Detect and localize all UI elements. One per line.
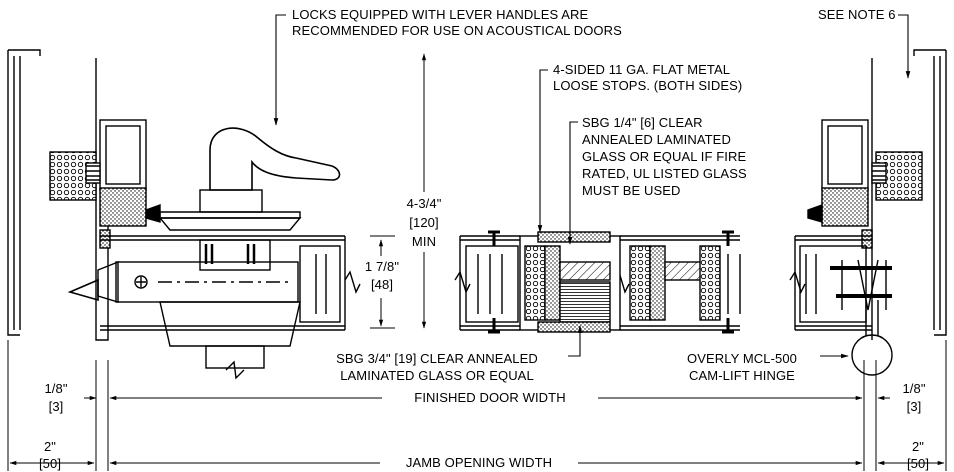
lever-note-line-1: LOCKS EQUIPPED WITH LEVER HANDLES ARE <box>292 7 589 22</box>
right-gap-imperial: 1/8" <box>902 381 926 396</box>
height-dimension: 4-3/4" [120] MIN <box>392 194 456 251</box>
glass-note-line-1: SBG 1/4" [6] CLEAR <box>582 115 703 130</box>
height-dim-imperial: 4-3/4" <box>406 196 442 211</box>
glass-note-line-3: GLASS OR EQUAL IF FIRE <box>582 149 747 164</box>
right-jamb-metric: [50] <box>906 456 930 471</box>
jamb-width-label: JAMB OPENING WIDTH <box>402 455 556 470</box>
door-leaf <box>100 235 872 331</box>
glass-note-line-4: RATED, UL LISTED GLASS <box>582 166 747 181</box>
right-gap-metric: [3] <box>906 399 922 414</box>
left-gap-metric: [3] <box>48 399 64 414</box>
glass-note-line-2: ANNEALED LAMINATED <box>582 132 731 147</box>
right-gap-dimension: 1/8" [3] <box>888 380 940 416</box>
jamb-opening-width: JAMB OPENING WIDTH <box>380 455 578 471</box>
thick-glass-note: SBG 3/4" [19] CLEAR ANNEALED LAMINATED G… <box>306 350 568 384</box>
stops-note-line-2: LOOSE STOPS. (BOTH SIDES) <box>553 78 743 93</box>
glass-assembly <box>519 231 721 333</box>
finished-door-width: FINISHED DOOR WIDTH <box>382 390 598 406</box>
left-gap-imperial: 1/8" <box>44 381 68 396</box>
hinge-note-line-2: CAM-LIFT HINGE <box>689 368 795 383</box>
thick-glass-line-1: SBG 3/4" [19] CLEAR ANNEALED <box>336 351 538 366</box>
height-dim-metric: [120] <box>409 215 439 230</box>
left-screw-icon <box>85 162 161 223</box>
see-note-6: SEE NOTE 6 <box>818 7 896 23</box>
laminated-glass-note: SBG 1/4" [6] CLEAR ANNEALED LAMINATED GL… <box>582 114 747 199</box>
lock-body <box>67 260 301 380</box>
dimension-lines <box>7 53 947 471</box>
finished-width-label: FINISHED DOOR WIDTH <box>411 390 569 405</box>
thick-glass-line-2: LAMINATED GLASS OR EQUAL <box>340 368 534 383</box>
lever-note-line-2: RECOMMENDED FOR USE ON ACOUSTICAL DOORS <box>292 23 622 38</box>
left-jamb-imperial: 2" <box>43 439 57 454</box>
depth-dim-metric: [48] <box>370 277 394 292</box>
stops-note-line-1: 4-SIDED 11 GA. FLAT METAL <box>553 62 731 77</box>
hinge-note-line-1: OVERLY MCL-500 <box>686 351 798 366</box>
leader-lines <box>273 14 911 359</box>
height-dim-min: MIN <box>411 234 437 249</box>
right-seal-gasket <box>821 151 923 249</box>
loose-stops-note: 4-SIDED 11 GA. FLAT METAL LOOSE STOPS. (… <box>553 62 742 94</box>
left-jamb-metric: [50] <box>38 456 62 471</box>
right-jamb-frame <box>821 49 947 340</box>
depth-dim-imperial: 1 7/8" <box>364 259 400 274</box>
right-jamb-imperial: 2" <box>911 439 925 454</box>
hinge-note: OVERLY MCL-500 CAM-LIFT HINGE <box>670 350 814 384</box>
right-jamb-dimension: 2" [50] <box>892 438 944 472</box>
glass-note-line-5: MUST BE USED <box>582 183 681 198</box>
right-screw-icon <box>807 162 887 223</box>
see-note-text: SEE NOTE 6 <box>818 7 896 22</box>
left-gap-dimension: 1/8" [3] <box>30 380 82 416</box>
lever-handle <box>158 127 341 271</box>
stop-screw-icons <box>488 230 734 334</box>
depth-dimension: 1 7/8" [48] <box>352 258 412 294</box>
lever-handle-note: LOCKS EQUIPPED WITH LEVER HANDLES ARE RE… <box>292 7 622 39</box>
cam-lift-hinge <box>830 259 893 376</box>
left-jamb-dimension: 2" [50] <box>24 438 76 472</box>
